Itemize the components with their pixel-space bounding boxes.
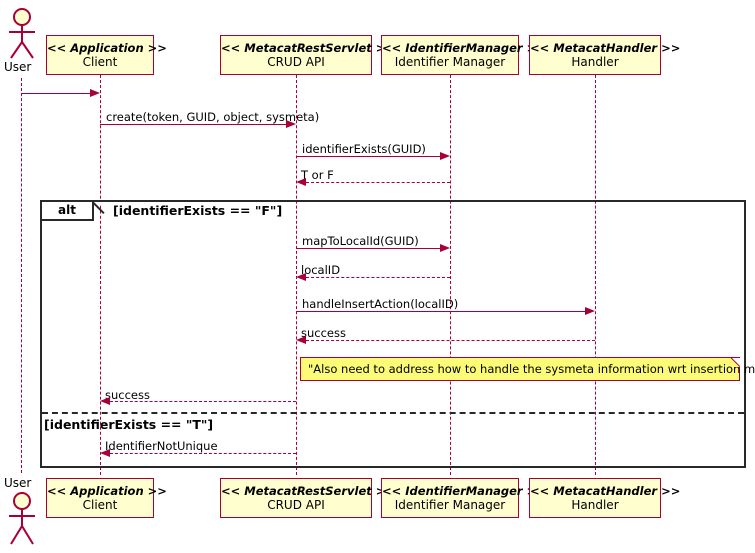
- actor-user-top[interactable]: [4, 8, 40, 60]
- message-arrowhead: [440, 152, 450, 160]
- participant-name: Handler: [571, 498, 619, 513]
- message-line-identifier-not-unique: [110, 453, 296, 454]
- participant-crud-api-bottom[interactable]: << MetacatRestServlet >> CRUD API: [220, 478, 396, 518]
- note-fold-corner: [731, 358, 740, 367]
- lifeline-identifier-manager: [450, 75, 451, 475]
- participant-name: Identifier Manager: [394, 55, 506, 70]
- message-arrowhead: [440, 244, 450, 252]
- message-label-success-client: success: [105, 388, 150, 402]
- participant-name: Identifier Manager: [394, 498, 506, 513]
- participant-name: Client: [82, 498, 118, 513]
- alt-branch-condition-2: [identifierExists == "T"]: [44, 417, 214, 432]
- message-line-handle-insert-action: [296, 311, 586, 312]
- message-label-local-id: localID: [301, 263, 341, 277]
- participant-client-bottom[interactable]: << Application >> Client: [46, 478, 167, 518]
- message-arrowhead: [296, 273, 306, 281]
- message-line-t-or-f: [306, 182, 450, 183]
- message-line-user-to-client: [21, 93, 91, 94]
- message-arrowhead: [90, 89, 100, 97]
- actor-label-bottom: User: [4, 476, 32, 490]
- participant-name: Handler: [571, 55, 619, 70]
- participant-identifier-manager-bottom[interactable]: << IdentifierManager >> Identifier Manag…: [381, 478, 546, 518]
- message-line-local-id: [306, 277, 450, 278]
- participant-identifier-manager-top[interactable]: << IdentifierManager >> Identifier Manag…: [381, 35, 546, 75]
- message-arrowhead: [286, 120, 296, 128]
- actor-label-top: User: [4, 60, 32, 74]
- lifeline-handler: [595, 75, 596, 475]
- alt-fragment-operator-tab: alt: [42, 202, 94, 221]
- message-arrowhead: [100, 449, 110, 457]
- participant-stereotype: << MetacatHandler >>: [530, 484, 681, 498]
- participant-stereotype: << MetacatHandler >>: [530, 41, 681, 55]
- message-line-map-to-local-id: [296, 248, 441, 249]
- participant-crud-api-top[interactable]: << MetacatRestServlet >> CRUD API: [220, 35, 396, 75]
- participant-handler-bottom[interactable]: << MetacatHandler >> Handler: [529, 478, 681, 518]
- alt-fragment-frame: [40, 200, 746, 468]
- participant-stereotype: << IdentifierManager >>: [382, 41, 546, 55]
- message-label-handle-insert-action: handleInsertAction(localID): [302, 297, 459, 311]
- alt-branch-condition-1: [identifierExists == "F"]: [113, 203, 283, 218]
- message-label-create: create(token, GUID, object, sysmeta): [106, 110, 320, 124]
- message-arrowhead: [585, 307, 595, 315]
- message-label-identifier-not-unique: IdentifierNotUnique: [105, 439, 218, 453]
- participant-name: CRUD API: [267, 498, 325, 513]
- participant-name: Client: [82, 55, 118, 70]
- message-label-success-handler: success: [301, 326, 346, 340]
- alt-tab-notch: [94, 202, 104, 212]
- participant-stereotype: << MetacatRestServlet >>: [221, 484, 396, 498]
- participant-stereotype: << MetacatRestServlet >>: [221, 41, 396, 55]
- message-arrowhead: [296, 336, 306, 344]
- participant-stereotype: << IdentifierManager >>: [382, 484, 546, 498]
- actor-figure-icon: [9, 8, 35, 59]
- alt-branch-divider: [42, 412, 744, 414]
- participant-handler-top[interactable]: << MetacatHandler >> Handler: [529, 35, 681, 75]
- message-line-success-client: [110, 401, 296, 402]
- note-text: "Also need to address how to handle the …: [308, 362, 755, 376]
- actor-user-bottom[interactable]: [4, 492, 40, 545]
- message-line-create: [100, 124, 287, 125]
- message-line-identifier-exists: [296, 156, 441, 157]
- participant-client-top[interactable]: << Application >> Client: [46, 35, 167, 75]
- message-label-identifier-exists: identifierExists(GUID): [302, 142, 426, 156]
- note-sysmeta: "Also need to address how to handle the …: [300, 357, 755, 381]
- participant-stereotype: << Application >>: [47, 484, 167, 498]
- participant-stereotype: << Application >>: [47, 41, 167, 55]
- actor-figure-icon: [9, 492, 35, 545]
- alt-operator-label: alt: [58, 203, 76, 217]
- lifeline-client: [100, 75, 101, 475]
- message-arrowhead: [296, 178, 306, 186]
- participant-name: CRUD API: [267, 55, 325, 70]
- message-label-map-to-local-id: mapToLocalId(GUID): [302, 234, 419, 248]
- message-line-success-handler: [306, 340, 595, 341]
- message-label-t-or-f: T or F: [301, 168, 334, 182]
- lifeline-user: [21, 78, 22, 473]
- message-arrowhead: [100, 397, 110, 405]
